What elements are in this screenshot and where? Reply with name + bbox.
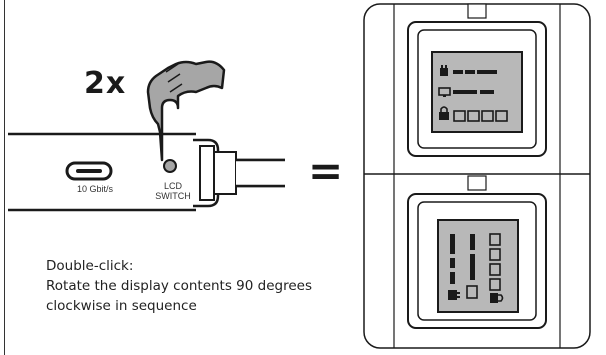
switch-label-line2: SWITCH xyxy=(155,191,191,201)
instruction-text: Double-click: Rotate the display content… xyxy=(46,256,346,316)
usb-c-port-icon xyxy=(65,161,113,181)
lcd-screen-normal xyxy=(431,51,523,133)
repeat-count-label: 2x xyxy=(84,66,127,101)
power-plug-icon xyxy=(440,65,448,76)
switch-label-line1: LCD xyxy=(163,181,182,191)
instruction-line2: Rotate the display contents 90 degrees xyxy=(46,278,312,294)
lcd-screen-rotated xyxy=(437,219,519,313)
drive-icon xyxy=(489,233,501,291)
monitor-icon xyxy=(466,285,478,299)
lcd-switch-label: LCD SWITCH xyxy=(148,181,198,201)
port-speed-label: 10 Gbit/s xyxy=(76,184,114,194)
equals-sign: = xyxy=(308,146,344,195)
rotation-result-figure xyxy=(363,3,591,349)
cable-plug-icon xyxy=(193,138,285,208)
monitor-icon xyxy=(438,87,451,97)
device-diagram xyxy=(8,60,285,212)
lcd-switch-button xyxy=(163,159,177,173)
device-body xyxy=(8,132,196,212)
left-margin-rule xyxy=(4,0,5,355)
hand-pointer-icon xyxy=(146,60,226,162)
instruction-line3: clockwise in sequence xyxy=(46,298,197,314)
instruction-line1: Double-click: xyxy=(46,258,134,274)
lock-icon xyxy=(490,293,504,303)
power-plug-icon xyxy=(448,290,460,300)
drive-icon xyxy=(453,110,508,122)
lock-icon xyxy=(439,106,449,120)
